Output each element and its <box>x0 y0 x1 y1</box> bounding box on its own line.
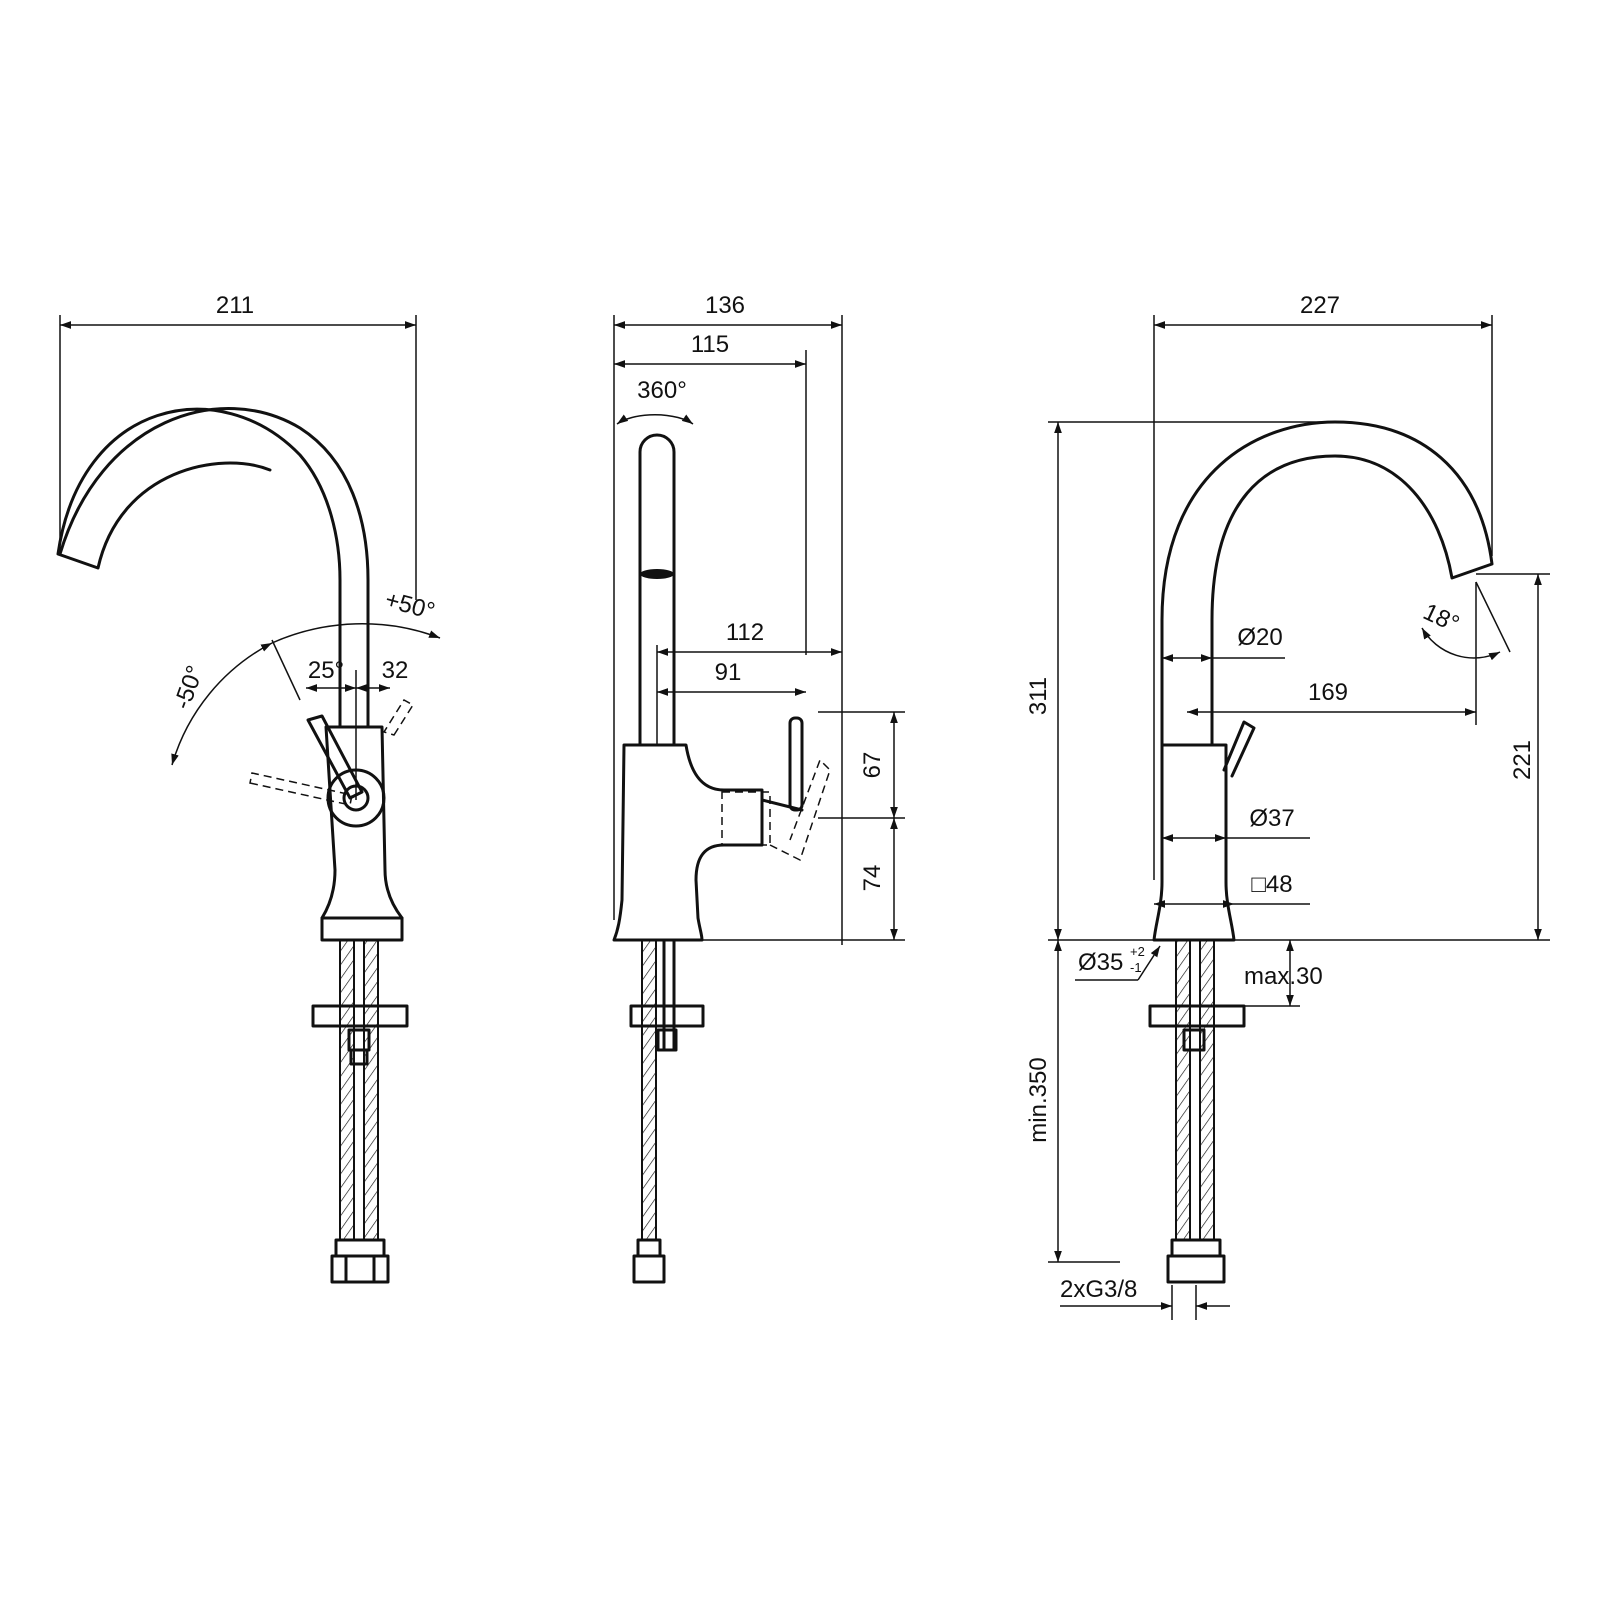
profile-label-max30: max.30 <box>1244 963 1323 990</box>
front-lever-right-dashed <box>382 698 415 736</box>
profile-spout <box>1160 420 1494 747</box>
side-label-360: 360° <box>637 377 687 404</box>
profile-label-g38: 2xG3/8 <box>1060 1276 1137 1303</box>
front-view: 211 -50° +50° 25° 32 <box>56 292 441 1284</box>
profile-body <box>1152 743 1236 942</box>
profile-fitting-top <box>1170 1238 1222 1258</box>
profile-fitting-bottom <box>1166 1254 1226 1284</box>
side-fitting-top <box>636 1238 662 1258</box>
profile-mount-plate <box>1148 1004 1246 1028</box>
profile-label-d35-tol-minus: -1 <box>1130 960 1142 975</box>
front-fitting-bottom <box>330 1254 390 1284</box>
side-lever-join <box>760 798 804 812</box>
profile-angle-arc <box>1421 627 1501 661</box>
side-mount-plate <box>629 1004 705 1028</box>
front-label-angle-minus: -50° <box>169 662 210 713</box>
profile-label-d35-tol-plus: +2 <box>1130 944 1145 959</box>
side-label-115: 115 <box>691 331 729 358</box>
profile-label-350: min.350 <box>1025 1057 1052 1142</box>
profile-label-d37: Ø37 <box>1249 805 1294 832</box>
side-mount-nut <box>656 1028 678 1052</box>
front-label-width: 211 <box>216 292 254 319</box>
side-view: 136 115 360° 112 91 67 74 <box>612 292 905 1284</box>
side-rotation-arc <box>616 413 694 425</box>
front-mount-plate <box>311 1004 409 1028</box>
profile-lever <box>1222 720 1256 778</box>
side-stud <box>662 938 676 1052</box>
profile-view: 227 311 221 18° Ø20 169 Ø37 □48 Ø35 +2 -… <box>1025 292 1550 1320</box>
profile-mount-nut <box>1182 1028 1206 1052</box>
front-fitting-top <box>334 1238 386 1258</box>
side-label-74: 74 <box>859 865 886 892</box>
side-spout-outlet <box>640 569 674 579</box>
profile-label-18: 18° <box>1419 598 1463 638</box>
front-hose-right <box>363 939 379 1241</box>
profile-label-311: 311 <box>1025 677 1052 715</box>
side-lever-dashed <box>721 758 831 862</box>
profile-label-169: 169 <box>1308 679 1348 706</box>
profile-label-d20: Ø20 <box>1237 624 1282 651</box>
front-body <box>320 725 404 920</box>
front-mount-nut2 <box>349 1048 369 1066</box>
front-angle-arc-right <box>271 623 441 644</box>
side-spout <box>638 433 676 747</box>
front-angle-ext <box>271 639 301 701</box>
front-label-25: 25° <box>308 657 344 684</box>
profile-hose-right <box>1199 939 1215 1241</box>
side-body <box>612 743 764 942</box>
front-hose-left <box>339 939 355 1241</box>
front-body-base <box>320 916 404 942</box>
front-spout <box>56 406 370 729</box>
profile-hose-left <box>1175 939 1191 1241</box>
profile-label-sq48: □48 <box>1251 871 1292 898</box>
front-lever-left-dashed <box>249 772 353 806</box>
front-label-angle-plus: +50° <box>382 586 438 625</box>
side-label-136: 136 <box>705 292 745 319</box>
front-label-32: 32 <box>382 657 409 684</box>
side-lever <box>788 716 804 812</box>
profile-dim-d35-leader <box>1137 945 1161 981</box>
profile-ext-18-angled <box>1475 581 1511 653</box>
side-fitting-bottom <box>632 1254 666 1284</box>
side-hose <box>641 939 657 1241</box>
profile-label-d35: Ø35 <box>1078 949 1123 976</box>
side-label-91: 91 <box>715 659 742 686</box>
profile-label-227: 227 <box>1300 292 1340 319</box>
side-label-67: 67 <box>859 752 886 779</box>
front-lever <box>306 714 364 800</box>
front-angle-arc-left <box>171 642 273 766</box>
profile-label-221: 221 <box>1509 740 1536 780</box>
side-label-112: 112 <box>726 619 764 646</box>
